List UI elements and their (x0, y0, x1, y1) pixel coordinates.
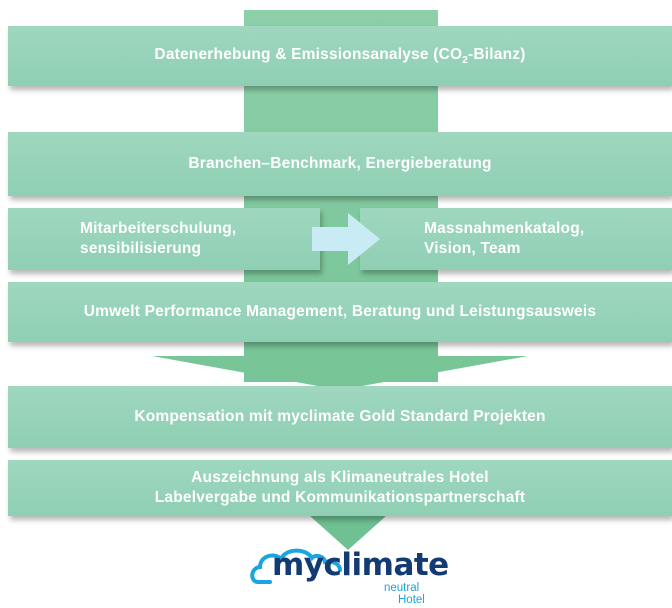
step-data-collection-label: Datenerhebung & Emissionsanalyse (CO2-Bi… (154, 45, 526, 67)
step-training-line2: sensibilisierung (80, 240, 202, 257)
step-benchmark-label: Branchen–Benchmark, Energieberatung (188, 155, 492, 172)
step-performance-management-label: Umwelt Performance Management, Beratung … (83, 303, 597, 320)
myclimate-cloud-logo-icon (250, 548, 342, 584)
step-measures-line1: Massnahmenkatalog, (424, 220, 585, 237)
step-measures: Massnahmenkatalog, Vision, Team (360, 208, 672, 270)
step-measures-line2: Vision, Team (424, 240, 521, 257)
step-benchmark: Branchen–Benchmark, Energieberatung (8, 132, 672, 196)
step-certification: Auszeichnung als Klimaneutrales Hotel La… (8, 460, 672, 516)
step-data-collection: Datenerhebung & Emissionsanalyse (CO2-Bi… (8, 26, 672, 86)
step-training: Mitarbeiterschulung, sensibilisierung (8, 208, 320, 270)
right-arrow-icon (312, 213, 380, 265)
step-certification-line1: Auszeichnung als Klimaneutrales Hotel (191, 469, 489, 486)
step-certification-line2: Labelvergabe und Kommunikationspartnersc… (154, 489, 526, 506)
step-compensation-label: Kompensation mit myclimate Gold Standard… (134, 408, 546, 425)
step-compensation: Kompensation mit myclimate Gold Standard… (8, 386, 672, 448)
flow-arrow-small (310, 516, 386, 550)
step-training-line1: Mitarbeiterschulung, (80, 220, 237, 237)
logo-subtitle-hotel: Hotel (398, 594, 425, 606)
logo-wordmark: myclimate (272, 547, 449, 583)
flow-arrow-large (152, 356, 528, 390)
logo-subtitle-neutral: neutral (384, 582, 420, 594)
step-performance-management: Umwelt Performance Management, Beratung … (8, 282, 672, 342)
